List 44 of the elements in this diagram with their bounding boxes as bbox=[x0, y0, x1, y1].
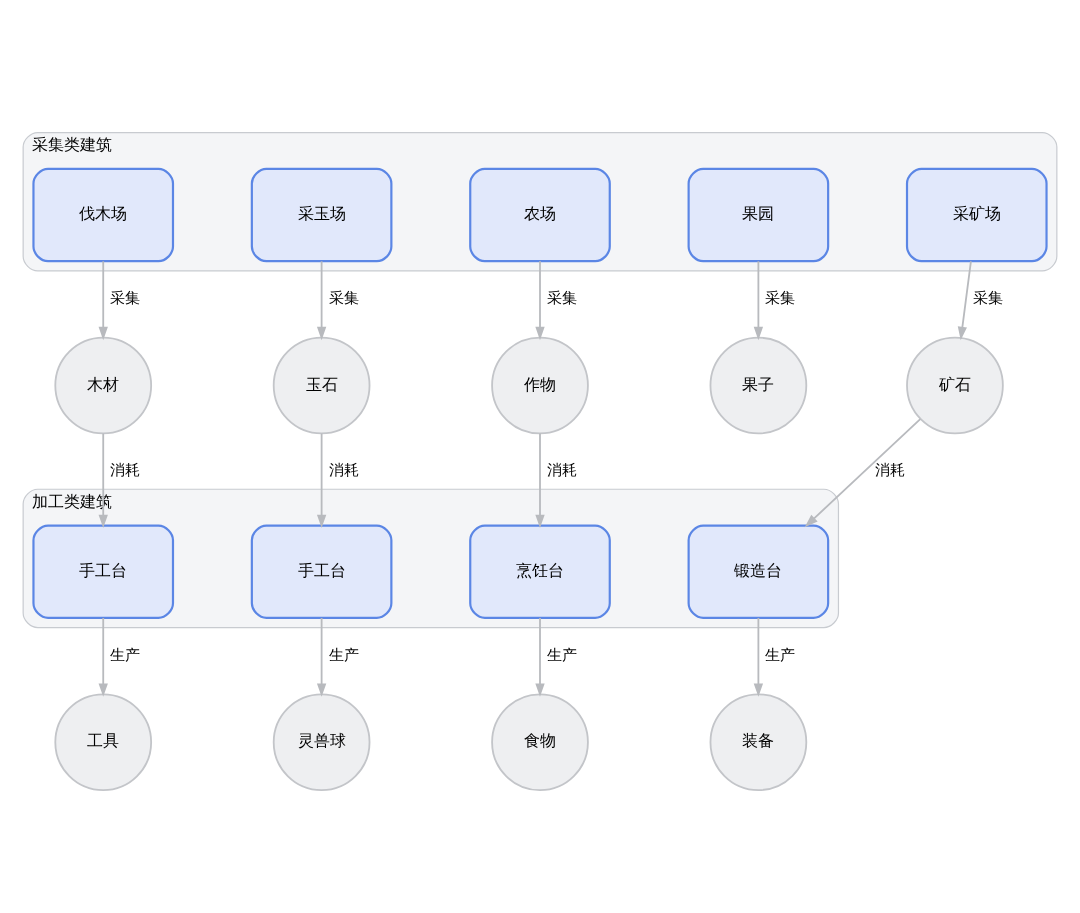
edge-label: 消耗 bbox=[546, 461, 577, 479]
node-box: 手工台 bbox=[250, 524, 393, 619]
node-circle: 工具 bbox=[54, 693, 153, 792]
node-box: 伐木场 bbox=[32, 167, 175, 263]
edge-label: 消耗 bbox=[874, 461, 905, 479]
arrow bbox=[535, 432, 545, 529]
edge-label: 采集 bbox=[328, 289, 359, 307]
edge-label: 采集 bbox=[110, 289, 141, 307]
node-box: 烹饪台 bbox=[469, 524, 611, 619]
node-circle: 作物 bbox=[491, 336, 589, 435]
node-box: 手工台 bbox=[32, 524, 175, 619]
arrow bbox=[804, 418, 922, 528]
node-circle: 矿石 bbox=[906, 336, 1004, 435]
edge-label: 生产 bbox=[110, 645, 141, 663]
node-box: 农场 bbox=[469, 167, 611, 263]
node-circle: 灵兽球 bbox=[272, 693, 371, 792]
node-box: 采玉场 bbox=[250, 167, 393, 263]
node-box: 锻造台 bbox=[687, 524, 830, 619]
arrow bbox=[753, 260, 764, 341]
arrow bbox=[535, 617, 545, 697]
arrow bbox=[316, 432, 327, 529]
edge-label: 消耗 bbox=[328, 461, 359, 479]
node-circle: 果子 bbox=[709, 336, 808, 435]
edge-label: 采集 bbox=[546, 289, 577, 307]
node-box: 采矿场 bbox=[905, 167, 1048, 263]
edge-label: 采集 bbox=[972, 289, 1003, 307]
arrow bbox=[98, 617, 108, 697]
node-circle: 食物 bbox=[491, 693, 589, 792]
node-circle: 玉石 bbox=[272, 336, 371, 435]
edge-label: 采集 bbox=[765, 289, 796, 307]
node-circle: 木材 bbox=[54, 336, 153, 435]
arrow bbox=[753, 617, 764, 697]
arrow bbox=[98, 260, 108, 341]
node-box: 果园 bbox=[687, 167, 830, 263]
node-circle: 装备 bbox=[709, 693, 808, 792]
arrow bbox=[98, 432, 108, 529]
arrow bbox=[535, 260, 545, 341]
arrow bbox=[316, 260, 327, 341]
edge-label: 生产 bbox=[765, 645, 796, 663]
arrow bbox=[316, 617, 327, 697]
arrow bbox=[957, 260, 972, 341]
edge-label: 消耗 bbox=[110, 461, 141, 479]
edge-label: 生产 bbox=[546, 645, 577, 663]
edge-label: 生产 bbox=[328, 645, 359, 663]
